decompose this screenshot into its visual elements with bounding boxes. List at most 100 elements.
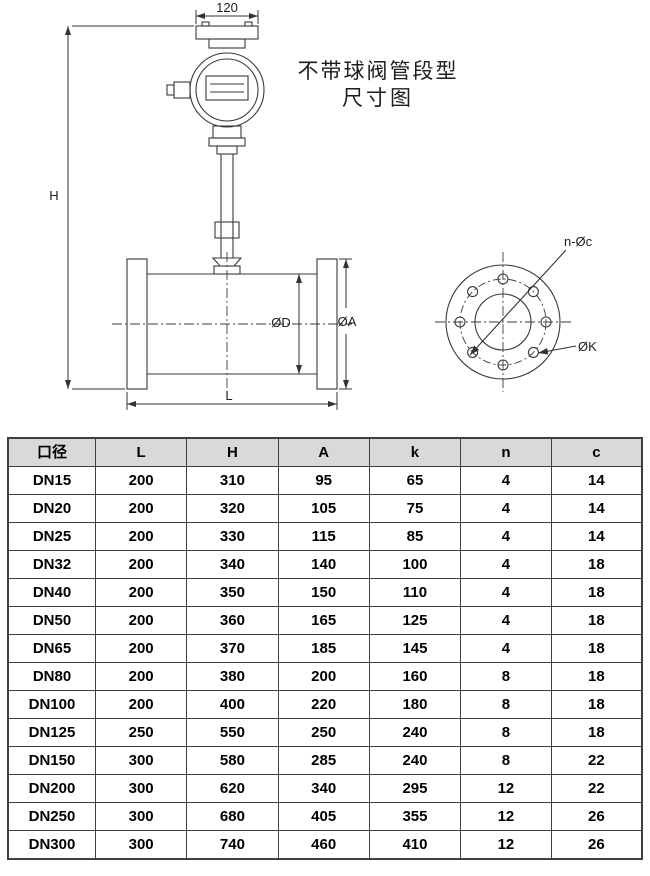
table-cell: 200: [94, 606, 188, 635]
table-cell: 310: [186, 466, 279, 495]
table-cell: 380: [186, 662, 279, 691]
table-cell: 12: [460, 830, 552, 860]
table-cell: 8: [460, 746, 552, 775]
dim-nc-label: n-Øc: [564, 234, 593, 249]
dim-H-label: H: [49, 188, 58, 203]
flange-face-view: [435, 249, 577, 392]
table-cell: 160: [368, 662, 462, 691]
table-cell: DN20: [7, 494, 96, 523]
table-cell: 110: [368, 578, 462, 607]
drawing-title-line2: 尺寸图: [342, 87, 414, 110]
table-cell: 95: [277, 466, 370, 495]
drawing-title: 不带球阀管段型 尺寸图: [283, 58, 473, 112]
table-cell: 4: [460, 522, 552, 551]
table-cell: 140: [277, 550, 370, 579]
table-cell: 18: [550, 718, 643, 747]
drawing-title-line1: 不带球阀管段型: [297, 60, 459, 83]
table-cell: 200: [94, 466, 188, 495]
table-cell: 460: [277, 830, 370, 860]
table-cell: 300: [94, 830, 188, 860]
header-cell: k: [368, 437, 462, 467]
table-cell: DN80: [7, 662, 96, 691]
table-cell: 100: [368, 550, 462, 579]
table-cell: 8: [460, 662, 552, 691]
table-cell: DN300: [7, 830, 96, 860]
table-cell: 580: [186, 746, 279, 775]
table-cell: 18: [550, 634, 643, 663]
table-cell: 85: [368, 522, 462, 551]
table-cell: 18: [550, 578, 643, 607]
table-cell: 150: [277, 578, 370, 607]
table-cell: 340: [277, 774, 370, 803]
table-cell: DN125: [7, 718, 96, 747]
table-cell: 22: [550, 774, 643, 803]
table-cell: DN250: [7, 802, 96, 831]
flowmeter-front-view: [112, 21, 352, 396]
table-cell: 200: [277, 662, 370, 691]
table-cell: 4: [460, 494, 552, 523]
table-cell: 200: [94, 494, 188, 523]
header-cell: 口径: [7, 437, 96, 467]
table-cell: 200: [94, 550, 188, 579]
dimension-lines: [65, 10, 352, 410]
table-cell: 18: [550, 606, 643, 635]
table-cell: 8: [460, 690, 552, 719]
table-cell: 200: [94, 634, 188, 663]
table-cell: 340: [186, 550, 279, 579]
table-cell: 22: [550, 746, 643, 775]
table-cell: 18: [550, 662, 643, 691]
table-cell: DN25: [7, 522, 96, 551]
table-cell: 145: [368, 634, 462, 663]
table-cell: DN40: [7, 578, 96, 607]
table-cell: DN65: [7, 634, 96, 663]
technical-drawing: 120 H ØD ØA L n-Øc ØK 不带球阀管段型 尺寸图: [0, 0, 650, 437]
table-cell: 680: [186, 802, 279, 831]
table-cell: 740: [186, 830, 279, 860]
table-cell: 300: [94, 774, 188, 803]
table-cell: 405: [277, 802, 370, 831]
table-cell: 75: [368, 494, 462, 523]
table-cell: DN200: [7, 774, 96, 803]
table-cell: 4: [460, 578, 552, 607]
table-cell: 350: [186, 578, 279, 607]
table-cell: 26: [550, 830, 643, 860]
table-cell: 250: [277, 718, 370, 747]
table-cell: 200: [94, 522, 188, 551]
header-cell: n: [460, 437, 552, 467]
table-cell: 410: [368, 830, 462, 860]
dim-A-label: ØA: [338, 314, 357, 329]
table-cell: 300: [94, 746, 188, 775]
table-cell: 300: [94, 802, 188, 831]
table-cell: 185: [277, 634, 370, 663]
table-cell: 200: [94, 690, 188, 719]
header-cell: L: [94, 437, 188, 467]
dim-K-label: ØK: [578, 339, 597, 354]
table-cell: 105: [277, 494, 370, 523]
table-cell: 14: [550, 522, 643, 551]
table-cell: 65: [368, 466, 462, 495]
dim-120-label: 120: [216, 0, 238, 15]
dim-D-label: ØD: [271, 315, 291, 330]
header-cell: A: [277, 437, 370, 467]
table-cell: 355: [368, 802, 462, 831]
table-cell: 200: [94, 578, 188, 607]
table-cell: 8: [460, 718, 552, 747]
table-cell: 12: [460, 802, 552, 831]
header-cell: H: [186, 437, 279, 467]
table-cell: DN150: [7, 746, 96, 775]
dim-L-label: L: [225, 388, 232, 403]
